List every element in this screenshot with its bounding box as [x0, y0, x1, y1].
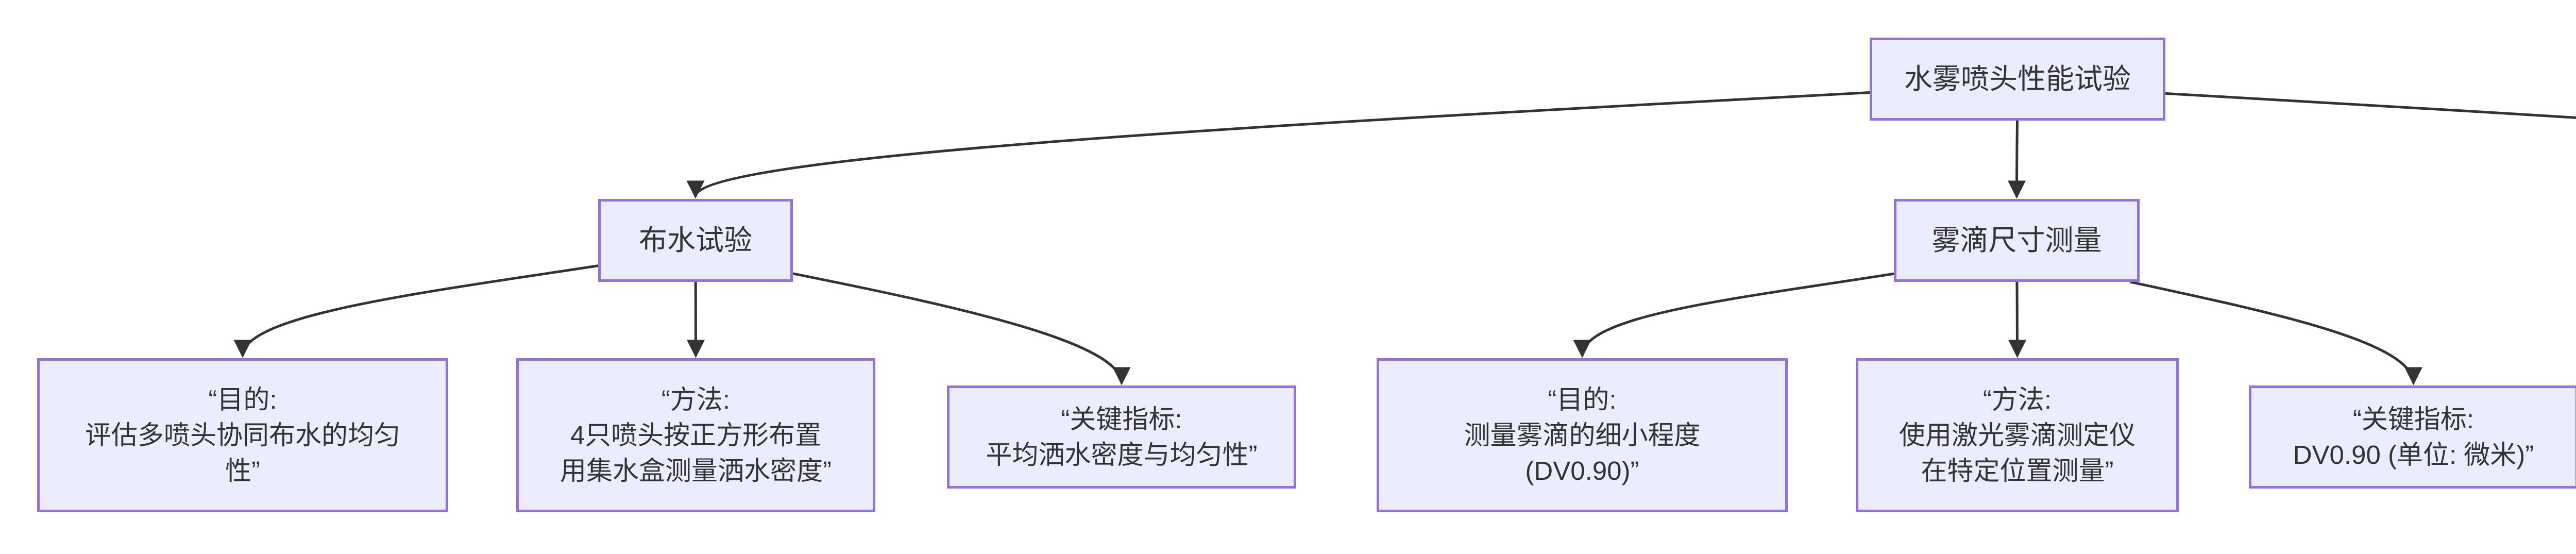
- edge-b1-to-l1: [233, 264, 599, 358]
- leaf-node-b1-method: “方法: 4只喷头按正方形布置 用集水盒测量洒水密度”: [516, 358, 875, 512]
- leaf-node-label: “目的: 评估多喷头协同布水的均匀 性”: [84, 385, 400, 485]
- leaf-node-label: “方法: 使用激光雾滴测定仪 在特定位置测量”: [1899, 385, 2136, 485]
- branch-node-water-distribution-test: 布水试验: [598, 199, 793, 282]
- branch-node-label: 雾滴尺寸测量: [1931, 224, 2102, 257]
- root-node-performance-test: 水雾喷头性能试验: [1870, 38, 2165, 121]
- leaf-node-b1-purpose: “目的: 评估多喷头协同布水的均匀 性”: [37, 358, 448, 512]
- leaf-node-b2-purpose: “目的: 测量雾滴的细小程度 (DV0.90)”: [1377, 358, 1788, 512]
- leaf-node-label: “关键指标: 平均洒水密度与均匀性”: [986, 405, 1258, 469]
- edge-b2-to-l5: [2008, 281, 2026, 358]
- edge-root-to-b3: [2165, 92, 2576, 119]
- branch-node-droplet-size-measurement: 雾滴尺寸测量: [1894, 199, 2140, 282]
- leaf-node-label: “目的: 测量雾滴的细小程度 (DV0.90)”: [1464, 385, 1701, 485]
- branch-node-label: 布水试验: [638, 224, 752, 257]
- leaf-node-label: “方法: 4只喷头按正方形布置 用集水盒测量洒水密度”: [560, 385, 832, 485]
- leaf-node-label: “关键指标: DV0.90 (单位: 微米)”: [2293, 405, 2534, 469]
- leaf-node-b2-method: “方法: 使用激光雾滴测定仪 在特定位置测量”: [1856, 358, 2179, 512]
- edge-b2-to-l4: [1573, 272, 1894, 358]
- edge-root-to-b1: [686, 91, 1870, 199]
- root-node-label: 水雾喷头性能试验: [1904, 63, 2131, 95]
- leaf-node-b2-key-metric: “关键指标: DV0.90 (单位: 微米)”: [2249, 385, 2576, 489]
- edge-root-to-b2: [2008, 120, 2026, 199]
- leaf-node-b1-key-metric: “关键指标: 平均洒水密度与均匀性”: [947, 385, 1296, 489]
